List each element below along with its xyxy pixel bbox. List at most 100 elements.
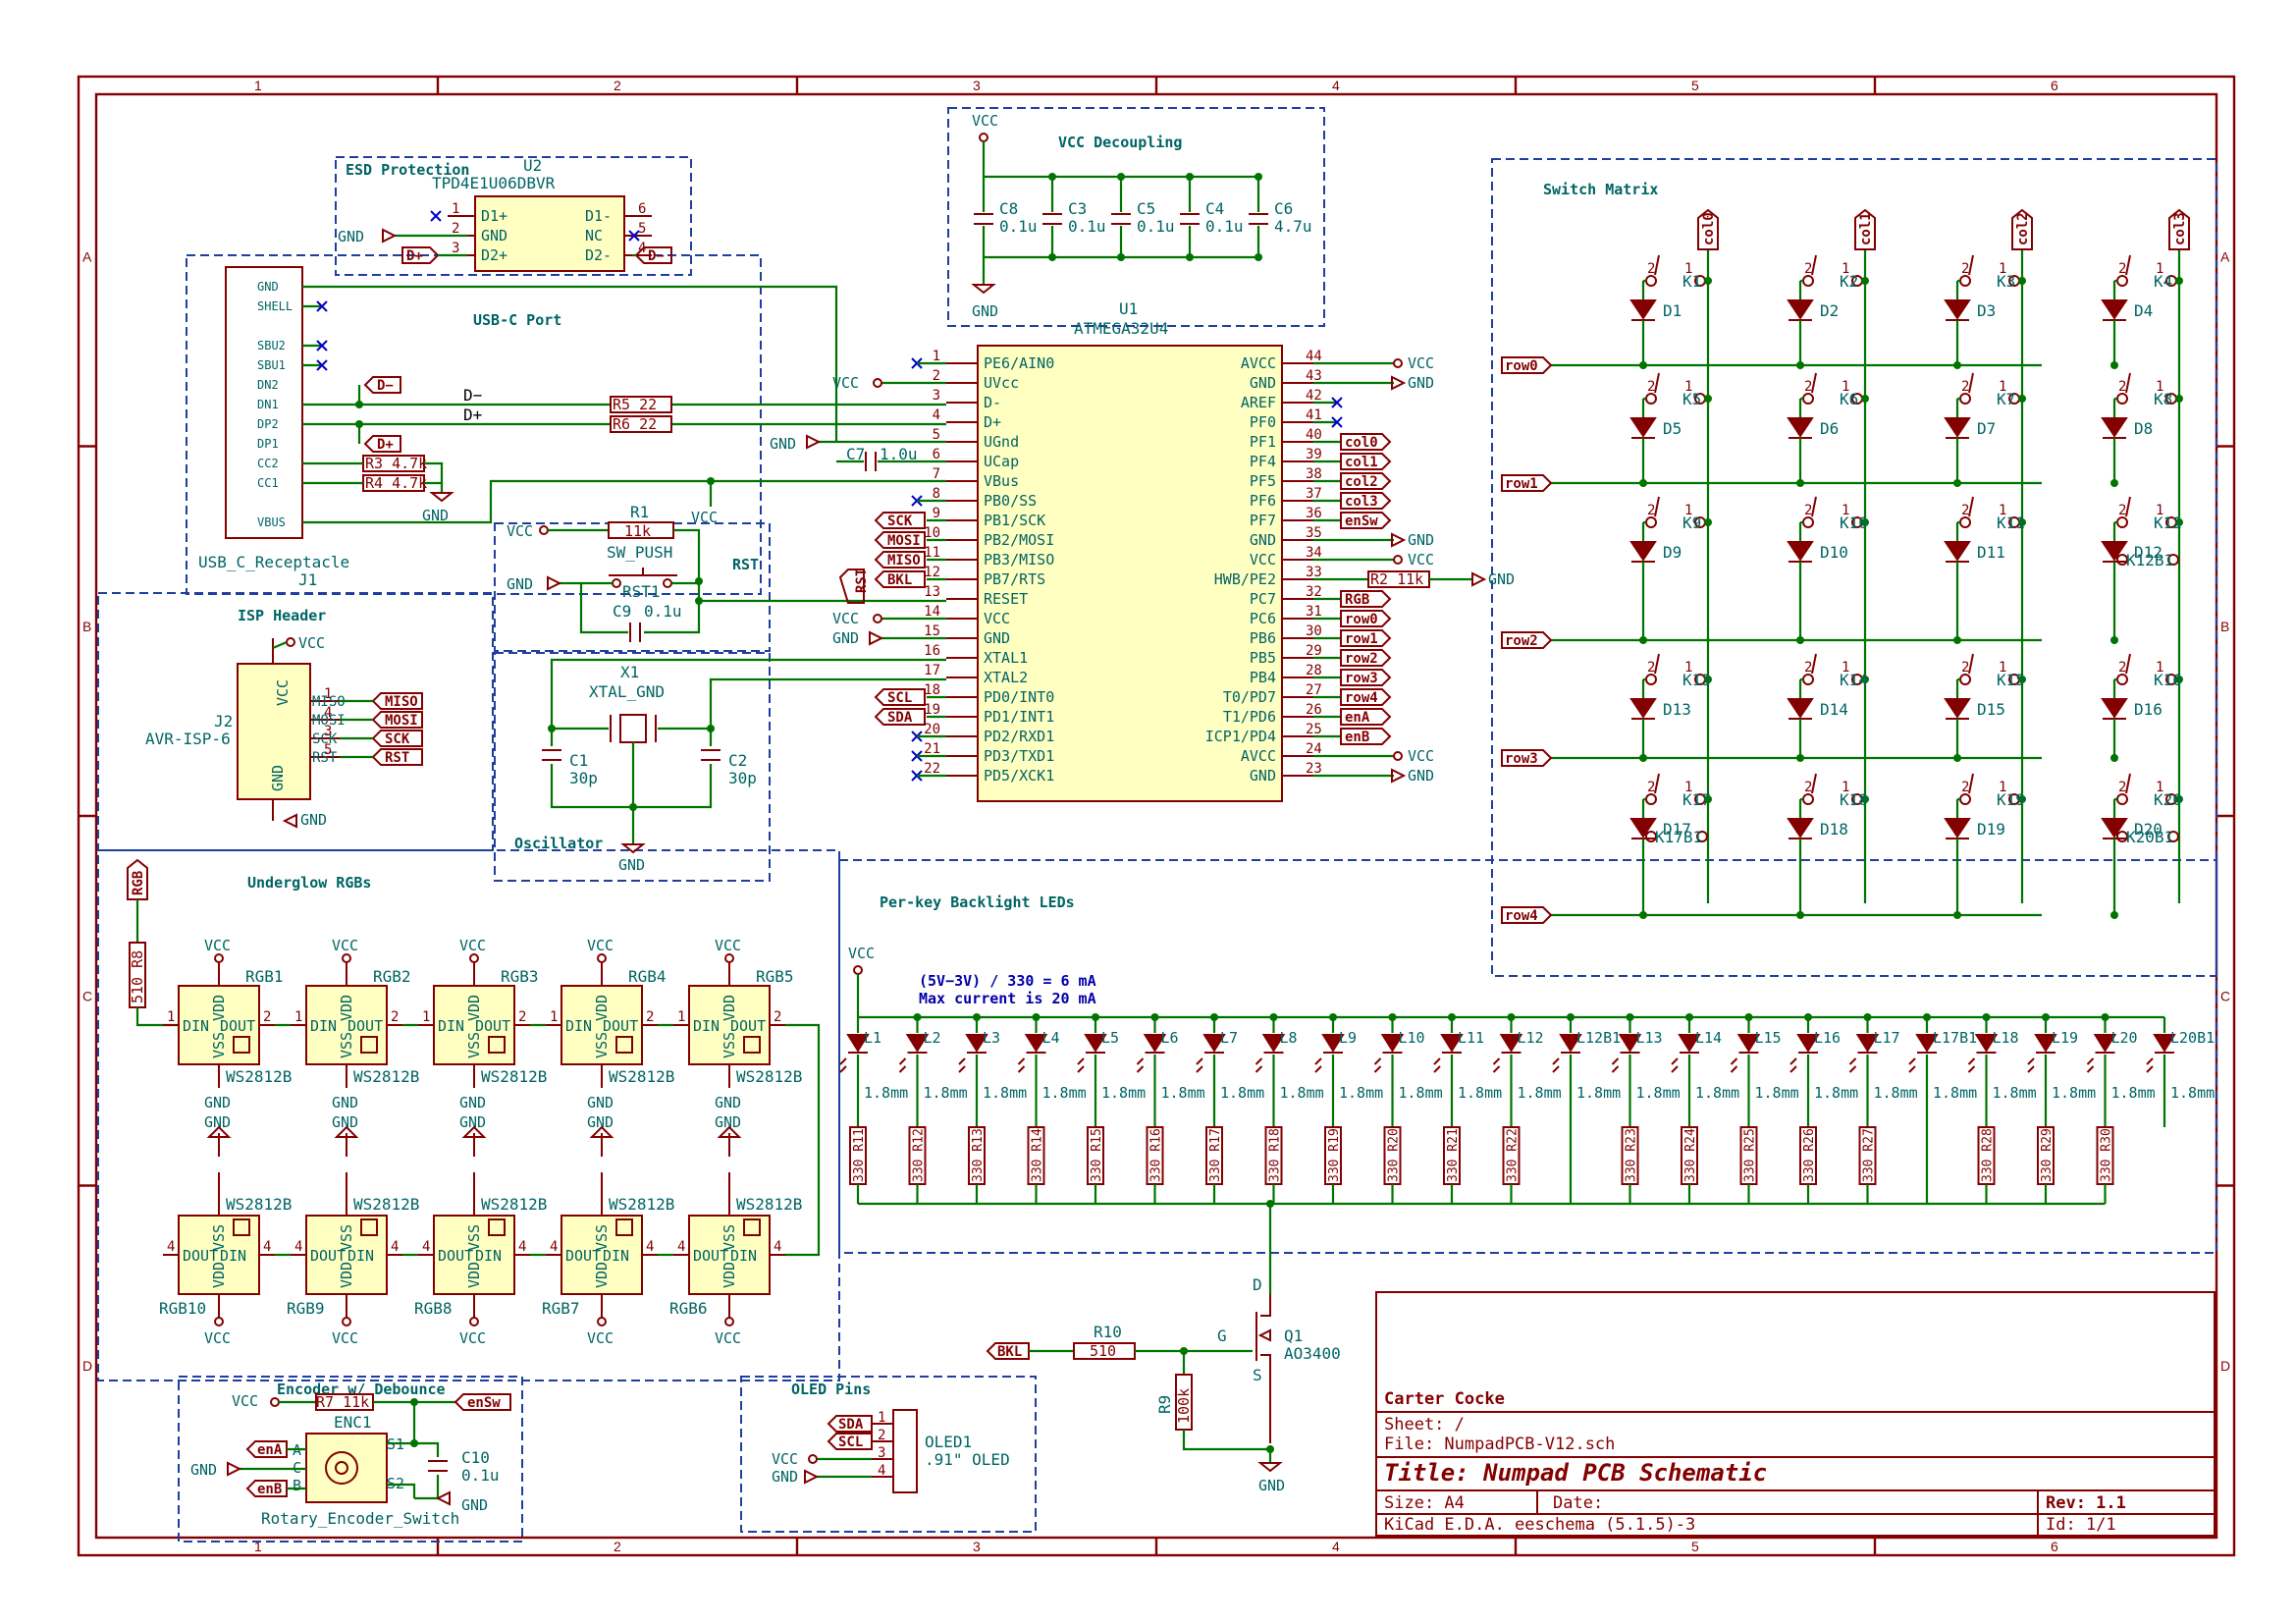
mcu-right-netlabel-text: RGB: [1345, 592, 1369, 608]
sw-pin-num: 2: [1647, 261, 1655, 277]
mcu-right-pin-num: 26: [1306, 702, 1322, 718]
mcu-left-netlabel-text: SCL: [887, 690, 912, 706]
led-value: 1.8mm: [1042, 1084, 1087, 1102]
led-ref: L2: [924, 1029, 941, 1047]
dplus-net: D+: [463, 406, 482, 424]
isp-pin-num: 5: [324, 742, 332, 758]
q1-value: AO3400: [1284, 1344, 1341, 1363]
led-resistor: 330 R20: [1387, 1128, 1402, 1182]
mcu-right-pin-num: 35: [1306, 525, 1322, 541]
mcu-right-netlabel-text: col1: [1345, 455, 1378, 470]
ws-pin-right: DIN: [347, 1247, 374, 1265]
c9-ref: C9: [613, 602, 631, 621]
oled-netlabel: SDA: [827, 1415, 873, 1433]
ws-pin-num: 4: [646, 1239, 654, 1255]
mcu-left-netlabel-text: MOSI: [887, 533, 921, 549]
sw-pin-num: 1: [1999, 379, 2006, 395]
mcu-right-pin-name: AVCC: [1241, 747, 1276, 765]
r1-ref: R1: [630, 503, 649, 521]
mcu-right-power: GND: [1408, 374, 1434, 392]
mcu-left-pin-num: 22: [924, 761, 940, 777]
row-label-text: row2: [1505, 633, 1538, 649]
usbc-pin-name: DP2: [257, 417, 279, 431]
mcu-right-pin-name: GND: [1250, 767, 1276, 785]
rgb-ref: RGB8: [414, 1299, 453, 1318]
mcu-right-pin-num: 40: [1306, 427, 1322, 443]
esd-pin-name: GND: [481, 227, 507, 244]
ws-part: WS2812B: [226, 1067, 292, 1086]
led-resistor: 330 R25: [1743, 1128, 1758, 1182]
j1-ref: J1: [298, 570, 317, 589]
mcu-right-pin-num: 43: [1306, 368, 1322, 384]
led-resistor: 330 R19: [1327, 1128, 1342, 1182]
usbc-label: USB-C Port: [473, 311, 561, 329]
ws-pin-vdd: VDD: [338, 995, 355, 1021]
q1-ref: Q1: [1284, 1326, 1303, 1345]
ws-pin-right: DOUT: [730, 1017, 766, 1035]
mcu-left-pin-num: 5: [933, 427, 940, 443]
key-ref: K6: [1840, 390, 1858, 408]
mcu-right-pin-name: PC6: [1250, 610, 1276, 627]
led-resistor: 330 R24: [1683, 1128, 1698, 1182]
led-value: 1.8mm: [1695, 1084, 1739, 1102]
isp-netlabel: MOSI: [371, 711, 423, 729]
col-tick-top: 3: [973, 78, 981, 93]
mcu-left-pin-num: 13: [924, 584, 940, 600]
row-label: row4: [1501, 906, 1553, 924]
mcu-right-power: VCC: [1408, 354, 1434, 372]
key-ref: K12: [2154, 514, 2182, 532]
tb-date: Date:: [1553, 1493, 1603, 1513]
r2-gnd: GND: [1488, 570, 1515, 588]
led-value: 1.8mm: [1814, 1084, 1858, 1102]
enc-gnd-right: GND: [461, 1496, 488, 1514]
mcu-right-pin-name: HWB/PE2: [1214, 570, 1276, 588]
backlight-note2: Max current is 20 mA: [919, 990, 1096, 1007]
mcu-right-netlabel-text: row0: [1345, 612, 1378, 627]
mcu-right-netlabel: col1: [1340, 453, 1392, 470]
key-ref: K14: [1840, 671, 1868, 689]
mcu-left-pin-num: 14: [924, 604, 940, 620]
oled-netlabel: SCL: [827, 1433, 873, 1450]
ws-pin-vss: VSS: [593, 1224, 611, 1251]
diode-ref: D18: [1820, 820, 1848, 839]
sw-pin-num: 1: [1999, 660, 2006, 676]
ws-gnd: GND: [459, 1113, 486, 1131]
ws-pin-right: DIN: [603, 1247, 629, 1265]
ws-pin-num: 4: [774, 1239, 781, 1255]
led-value: 1.8mm: [1339, 1084, 1383, 1102]
mcu-left-pin-num: 17: [924, 663, 940, 678]
led-ref: L4: [1042, 1029, 1060, 1047]
tb-company: Carter Cocke: [1384, 1389, 1505, 1409]
key-ref: K17: [1682, 790, 1711, 809]
led-resistor: 330 R14: [1031, 1128, 1045, 1182]
sw-pin-num: 2: [2118, 780, 2126, 795]
sw-pin-num: 2: [1804, 261, 1812, 277]
dec-cap-ref: C8: [999, 199, 1018, 218]
ws-pin-vdd: VDD: [338, 1262, 355, 1288]
led-ref: L8: [1280, 1029, 1298, 1047]
led-value: 1.8mm: [1161, 1084, 1205, 1102]
mcu-left-pin-num: 12: [924, 565, 940, 580]
rgb-ref: RGB4: [628, 967, 667, 986]
bkl-netlabel: BKL: [986, 1342, 1030, 1360]
j2-ref: J2: [214, 712, 233, 731]
dec-cap-val: 0.1u: [1068, 217, 1106, 236]
bkl-netlabel-text: BKL: [997, 1344, 1022, 1360]
usbc-pin-name: SBU1: [257, 358, 286, 372]
col-label-text: col1: [1858, 212, 1874, 245]
led-ref: L18: [1993, 1029, 2019, 1047]
row-tick-left: B: [82, 619, 91, 634]
mcu-right-pin-name: T1/PD6: [1223, 708, 1276, 726]
row-label-text: row4: [1505, 908, 1538, 924]
ws-pin-vdd: VDD: [593, 1262, 611, 1288]
usbc-pin-name: SBU2: [257, 339, 286, 352]
x1-value: XTAL_GND: [589, 682, 665, 701]
oled-label: OLED Pins: [791, 1380, 871, 1398]
tb-sheet: Sheet: /: [1384, 1415, 1465, 1435]
ws-gnd: GND: [715, 1113, 741, 1131]
esd-pin-name: D2+: [481, 246, 507, 264]
tb-size: Size: A4: [1384, 1493, 1465, 1513]
col-label: col0: [1697, 208, 1719, 250]
